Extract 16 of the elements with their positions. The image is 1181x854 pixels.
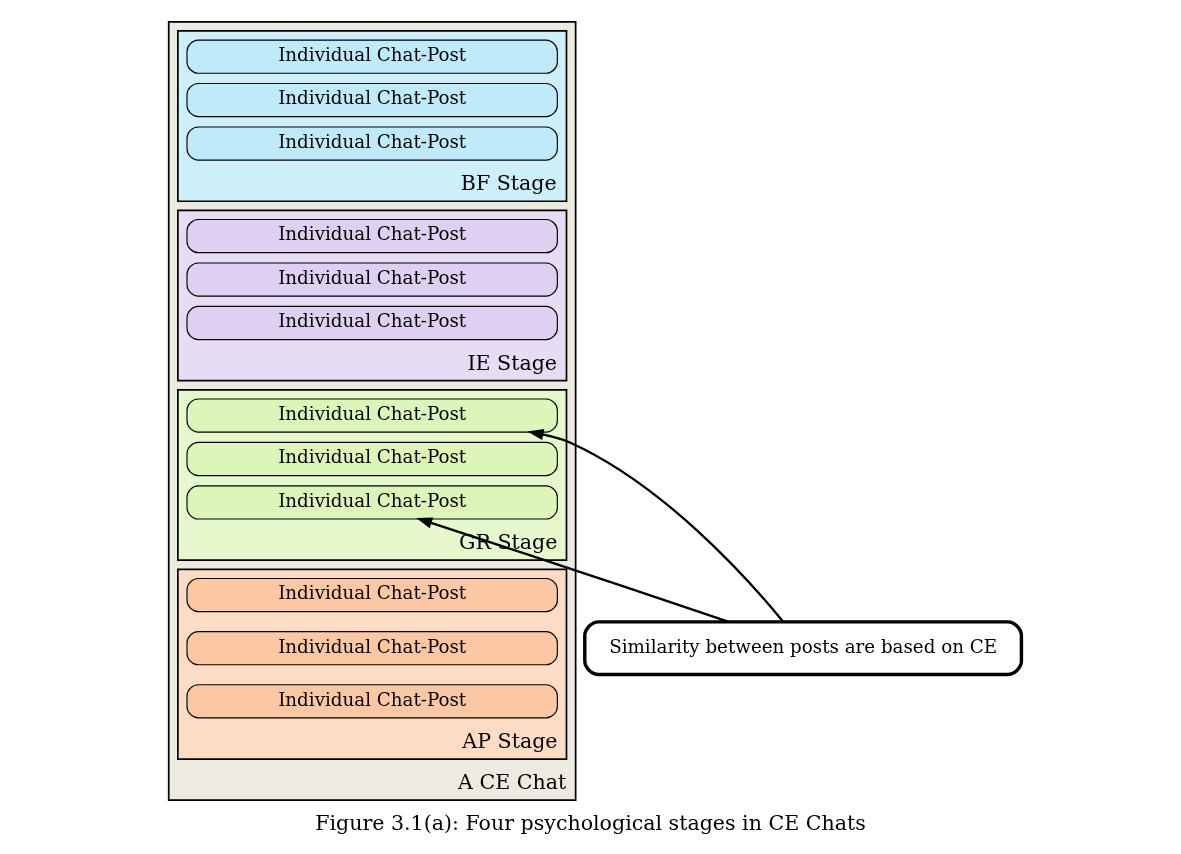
node-box: Similarity between posts are based on CE (583, 620, 1024, 677)
node-box: Individual Chat-Post (186, 82, 558, 118)
arrow (416, 517, 730, 623)
arrow (527, 429, 785, 623)
node-box: Individual Chat-Post (186, 398, 558, 433)
node-box: Individual Chat-Post (186, 631, 558, 666)
node-box: Individual Chat-Post (186, 441, 558, 477)
node-box: Individual Chat-Post (186, 262, 558, 297)
node-box: Individual Chat-Post (186, 305, 558, 341)
node-box: Individual Chat-Post (186, 485, 558, 520)
node-box: Individual Chat-Post (186, 684, 558, 719)
node-box: Individual Chat-Post (186, 39, 558, 74)
node-box: Individual Chat-Post (186, 218, 558, 254)
node-box: Individual Chat-Post (186, 126, 558, 161)
caption: Figure 3.1(a): Four psychological stages in CE Chats (315, 811, 866, 836)
node-box: Individual Chat-Post (186, 577, 558, 613)
